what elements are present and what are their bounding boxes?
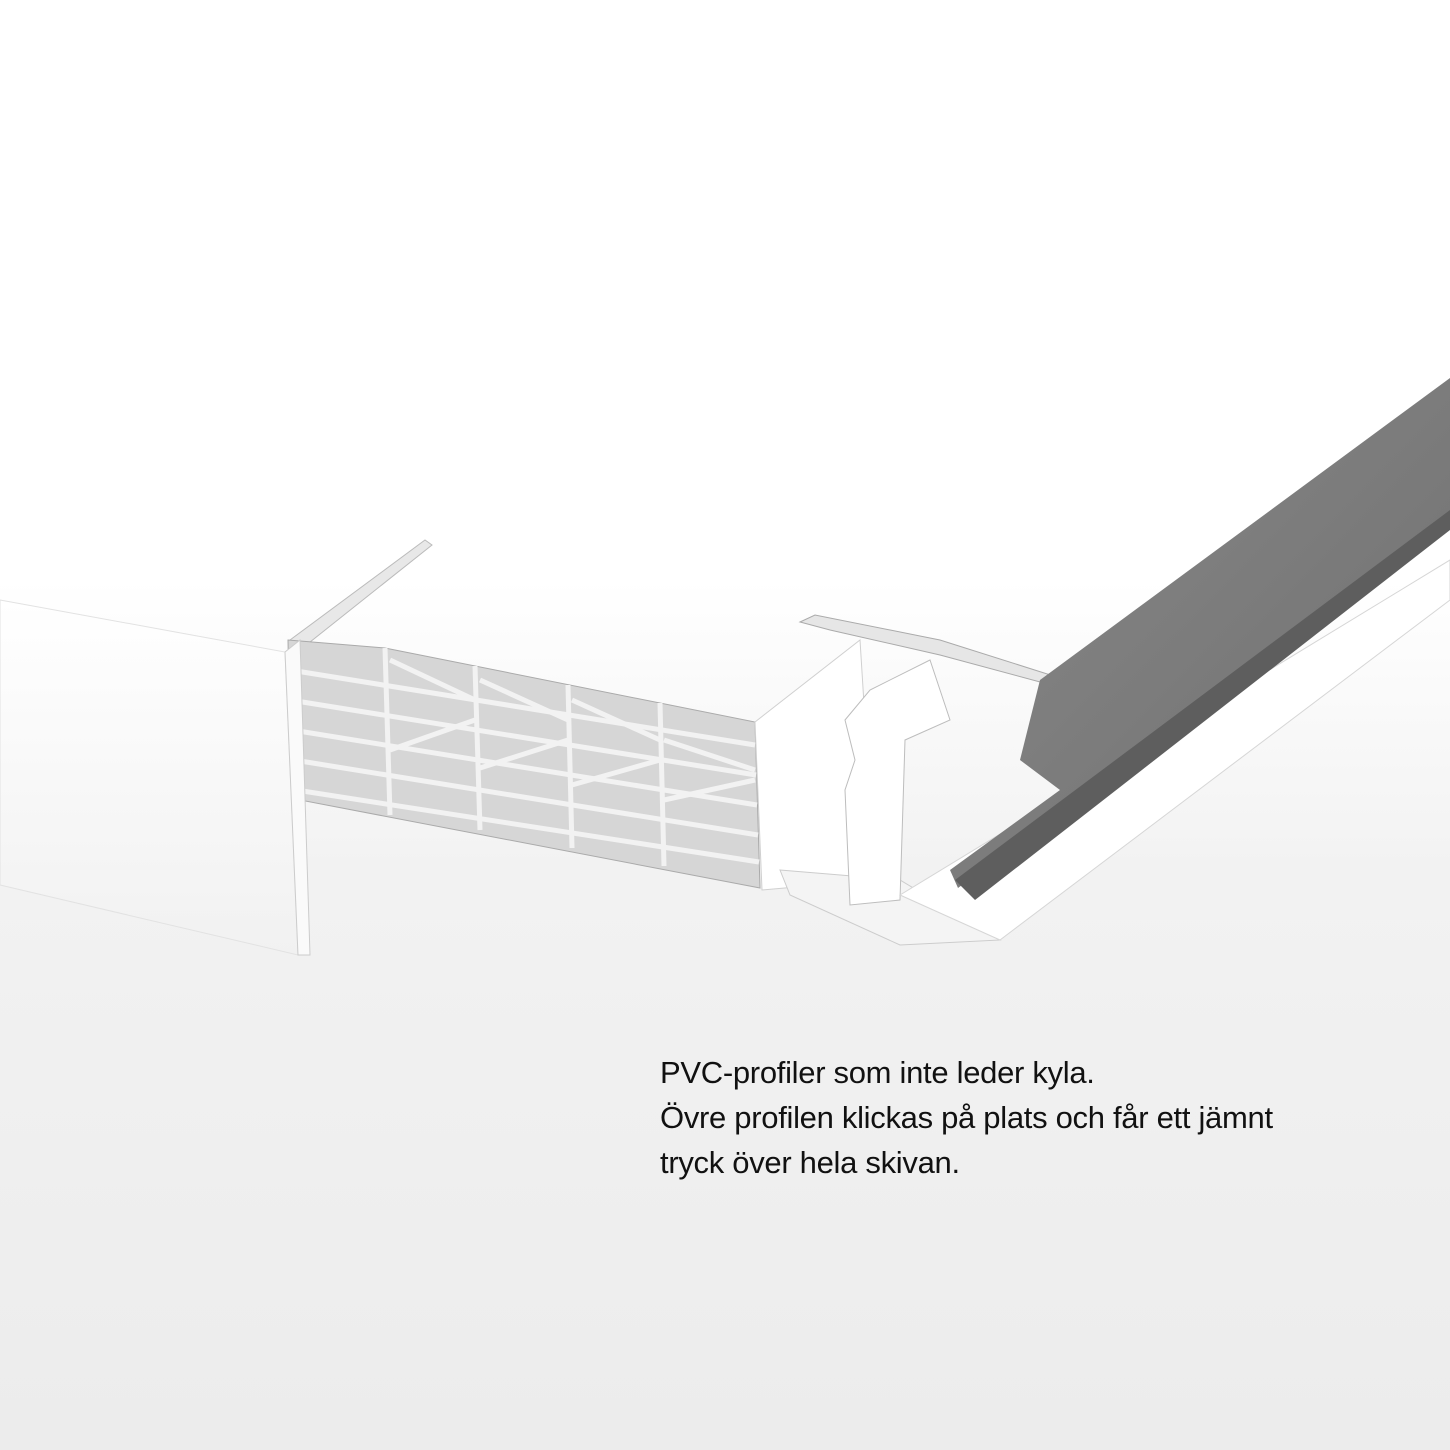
glazing-bar-rail	[950, 378, 1450, 888]
clip-profile	[844, 659, 951, 906]
edge-profile-lip	[289, 539, 433, 651]
left-profile-wall	[284, 638, 311, 956]
caption-line: Övre profilen klickas på plats och får e…	[660, 1100, 1273, 1135]
rail-gasket	[955, 510, 1450, 900]
caption-line: PVC-profiler som inte leder kyla.	[660, 1055, 1095, 1090]
honeycomb-cross-section	[287, 639, 761, 889]
caption-line: tryck över hela skivan.	[660, 1145, 960, 1180]
panel-front-face	[0, 599, 299, 956]
caption: PVC-profiler som inte leder kyla. Övre p…	[660, 1050, 1273, 1185]
